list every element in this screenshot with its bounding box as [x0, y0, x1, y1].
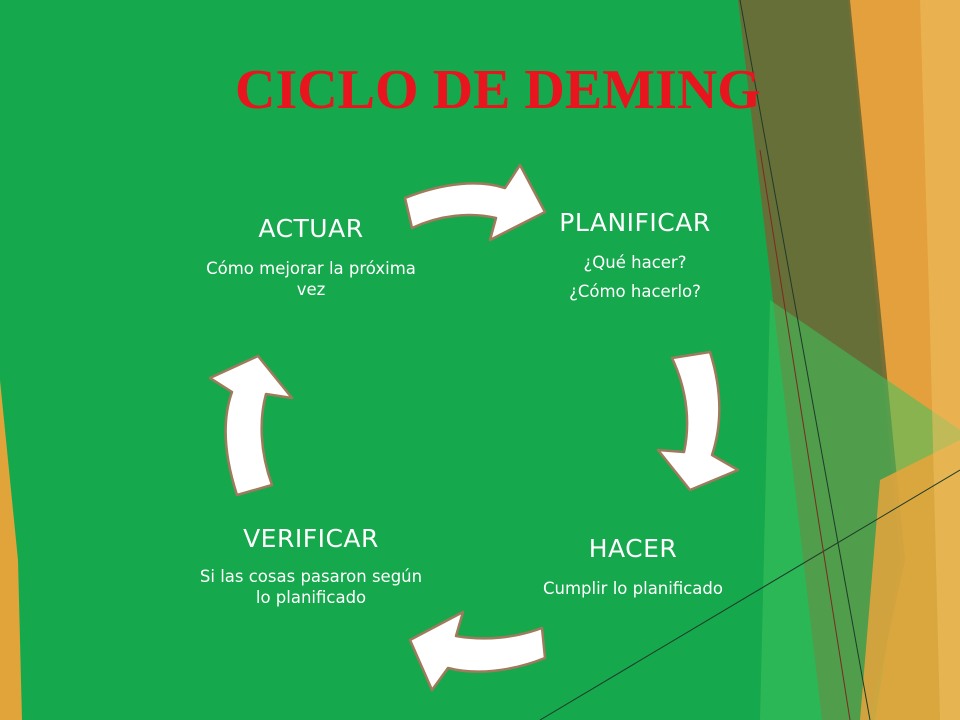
gold-left-edge [0, 380, 22, 720]
act-step: ACTUAR Cómo mejorar la próxima vez [196, 214, 426, 300]
thin-line-2 [539, 469, 960, 720]
arrow-do-to-check [408, 610, 547, 692]
arrow-check-to-act [208, 354, 294, 497]
thin-line [739, 0, 871, 720]
do-step: HACER Cumplir lo planificado [518, 534, 748, 599]
plan-step: PLANIFICAR ¿Qué hacer? ¿Cómo hacerlo? [520, 208, 750, 310]
arrow-plan-to-do [656, 350, 740, 492]
do-step-name: HACER [588, 534, 678, 563]
thin-line-3 [759, 149, 851, 720]
act-step-name: ACTUAR [258, 214, 364, 243]
plan-question-1: ¿Qué hacer? [583, 253, 687, 272]
check-step: VERIFICAR Si las cosas pasaron según lo … [196, 524, 426, 608]
act-description: Cómo mejorar la próxima vez [206, 259, 416, 299]
do-description: Cumplir lo planificado [542, 579, 723, 598]
light-gold-stripe [920, 0, 960, 720]
plan-step-name: PLANIFICAR [559, 208, 711, 237]
plan-question-2: ¿Cómo hacerlo? [569, 282, 701, 301]
check-description: Si las cosas pasaron según lo planificad… [199, 567, 423, 607]
check-step-name: VERIFICAR [243, 524, 379, 553]
arrow-act-to-plan [403, 163, 547, 242]
page-title: CICLO DE DEMING [235, 59, 761, 121]
